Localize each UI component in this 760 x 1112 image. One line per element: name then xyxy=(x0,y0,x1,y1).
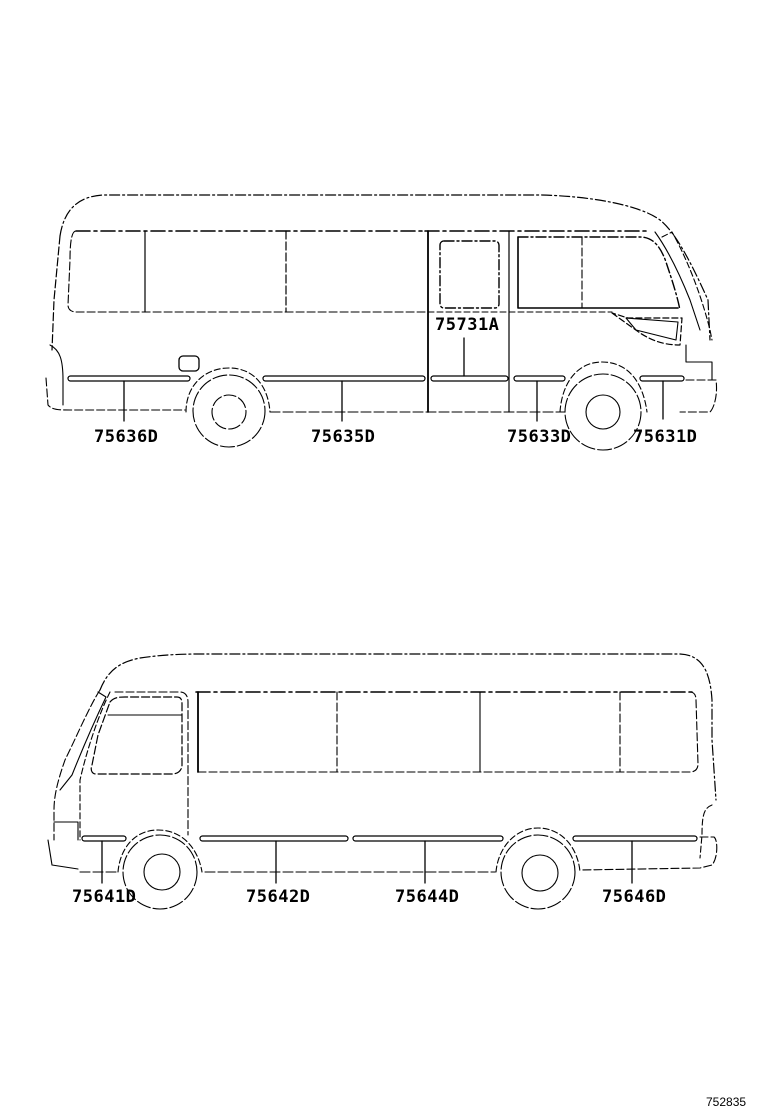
callout-75731A: 75731A xyxy=(435,315,500,335)
callout-75641D: 75641D xyxy=(72,887,137,907)
left-side-view xyxy=(47,653,718,910)
figure-number: 752835 xyxy=(706,1095,747,1109)
callout-75644D: 75644D xyxy=(395,887,460,907)
right-side-view xyxy=(45,194,718,451)
callout-75646D: 75646D xyxy=(602,887,667,907)
callout-75635D: 75635D xyxy=(311,427,376,447)
callout-75633D: 75633D xyxy=(507,427,572,447)
molding-strips-left xyxy=(81,835,698,842)
molding-strips-right xyxy=(67,375,685,382)
callout-75636D: 75636D xyxy=(94,427,159,447)
callout-75642D: 75642D xyxy=(246,887,311,907)
callout-75631D: 75631D xyxy=(633,427,698,447)
